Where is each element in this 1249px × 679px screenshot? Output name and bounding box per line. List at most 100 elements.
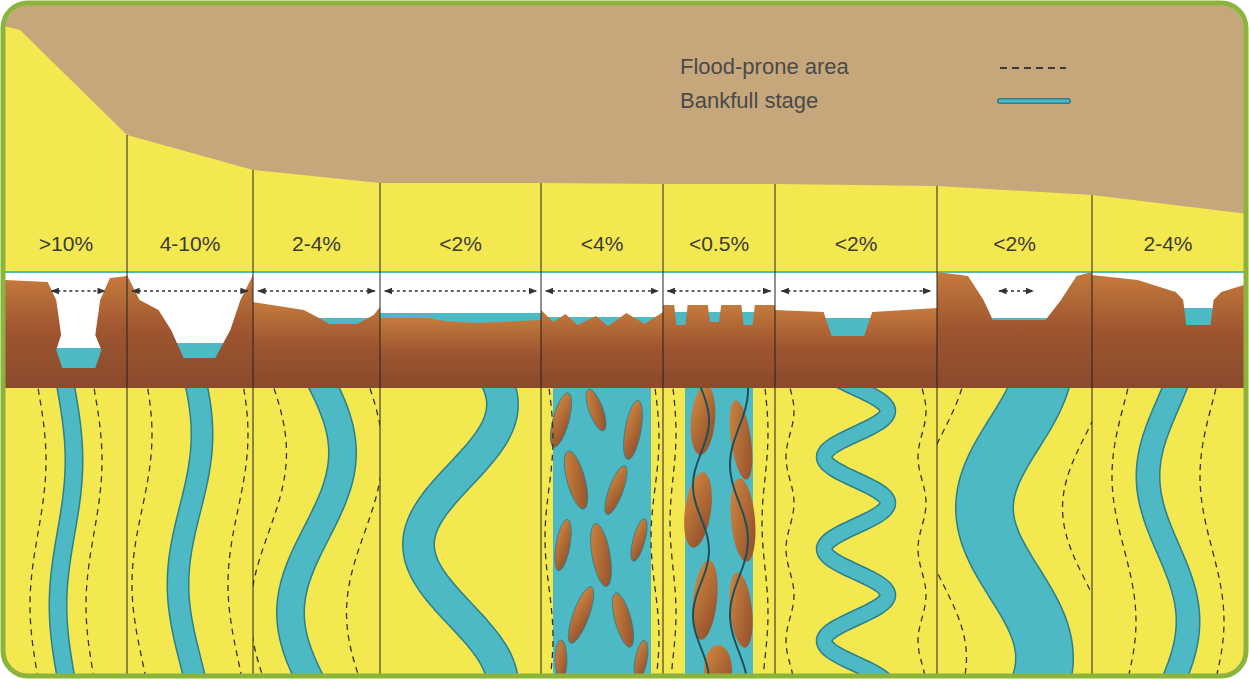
channel — [824, 388, 888, 674]
gravel-bar — [608, 591, 638, 649]
ground-profile — [775, 308, 937, 388]
column-divider — [380, 183, 381, 674]
slope-label: 4-10% — [160, 232, 221, 256]
legend-bankfull-sample — [1000, 98, 1068, 104]
channel-edge — [824, 388, 888, 674]
channel — [178, 388, 202, 674]
valley-air — [380, 272, 541, 388]
flood-prone-line — [545, 388, 553, 674]
flood-prone-line — [1200, 388, 1224, 674]
flood-prone-line — [1112, 388, 1136, 674]
sky-ground — [5, 5, 1244, 674]
ground-profile — [380, 318, 541, 388]
cross-section — [663, 272, 775, 388]
cross-section — [127, 272, 253, 388]
channel-edge — [419, 388, 503, 674]
water — [380, 313, 541, 388]
flood-width-arrow — [51, 290, 105, 291]
valley-ground — [5, 25, 1244, 674]
flood-prone-line — [132, 388, 152, 674]
section-top-line — [5, 271, 127, 273]
vegetated-island — [727, 477, 758, 563]
section-top-line — [1092, 271, 1244, 273]
flood-width-arrow — [781, 290, 930, 291]
column-divider — [937, 186, 938, 674]
gravel-bar — [587, 522, 616, 588]
cross-section — [937, 272, 1092, 388]
ground-profile — [127, 275, 253, 388]
flood-width-arrow — [385, 290, 536, 291]
gravel-bar — [560, 449, 593, 512]
valley-air — [541, 272, 663, 388]
valley-air — [775, 272, 937, 388]
valley-air — [1092, 272, 1244, 388]
flood-prone-line — [30, 388, 46, 674]
valley-air — [127, 272, 253, 388]
channel-thread — [693, 388, 709, 674]
channel-edge — [58, 388, 74, 674]
legend-dash-sample — [1000, 67, 1066, 69]
flood-prone-line — [651, 388, 659, 674]
channel — [985, 388, 1045, 674]
gravel-bar — [620, 399, 646, 461]
flood-prone-line — [670, 388, 676, 674]
cross-section — [541, 272, 663, 388]
valley-air — [663, 272, 775, 388]
channel — [291, 388, 343, 674]
ground-profile — [1092, 275, 1244, 388]
flood-width-arrow — [132, 290, 248, 291]
flood-width-arrow — [999, 290, 1033, 291]
gravel-bar — [628, 517, 651, 563]
column-divider — [1092, 195, 1093, 674]
flood-prone-line — [786, 388, 794, 674]
flood-prone-line — [762, 388, 768, 674]
section-top-line — [127, 271, 253, 273]
slope-label: <2% — [993, 232, 1036, 256]
plan-view — [1112, 388, 1224, 674]
cross-section — [380, 272, 541, 388]
channel-edge — [985, 388, 1045, 674]
frame-border — [3, 3, 1246, 676]
section-top-line — [663, 271, 775, 273]
column-divider — [663, 184, 664, 674]
gravel-bar — [582, 388, 610, 433]
channel-edge — [1148, 388, 1188, 674]
channel — [1148, 388, 1188, 674]
legend-bankfull-sample — [1000, 100, 1068, 103]
flood-prone-line — [918, 388, 926, 674]
column-divider — [541, 183, 542, 674]
column-divider — [253, 170, 254, 674]
ground-profile — [663, 305, 775, 388]
channel — [58, 388, 74, 674]
column-divider — [127, 135, 128, 674]
ground-profile — [541, 310, 663, 388]
gravel-bar — [601, 463, 632, 517]
flood-width-arrow — [667, 290, 770, 291]
gravel-bar — [546, 391, 576, 449]
slope-label: <4% — [581, 232, 624, 256]
flood-width-arrow — [258, 290, 375, 291]
section-top-line — [937, 271, 1092, 273]
plan-view — [545, 388, 659, 674]
slope-label: <2% — [835, 232, 878, 256]
column-divider — [775, 184, 776, 674]
flood-prone-line — [228, 388, 248, 674]
flood-width-arrow — [546, 290, 658, 291]
flood-prone-line — [86, 388, 102, 674]
slope-label: >10% — [39, 232, 93, 256]
section-top-line — [541, 271, 663, 273]
valley-air — [937, 272, 1092, 388]
gravel-bar — [552, 518, 575, 572]
section-top-line — [380, 271, 541, 273]
plan-view — [30, 388, 102, 674]
valley-air — [5, 272, 127, 388]
plan-view — [132, 388, 248, 674]
slope-label: <2% — [439, 232, 482, 256]
cross-section — [253, 272, 380, 388]
cross-section — [1092, 272, 1244, 388]
slope-label: <0.5% — [689, 232, 749, 256]
ground-profile — [5, 276, 127, 388]
gravel-bar — [555, 640, 567, 674]
slope-label: 2-4% — [1143, 232, 1192, 256]
